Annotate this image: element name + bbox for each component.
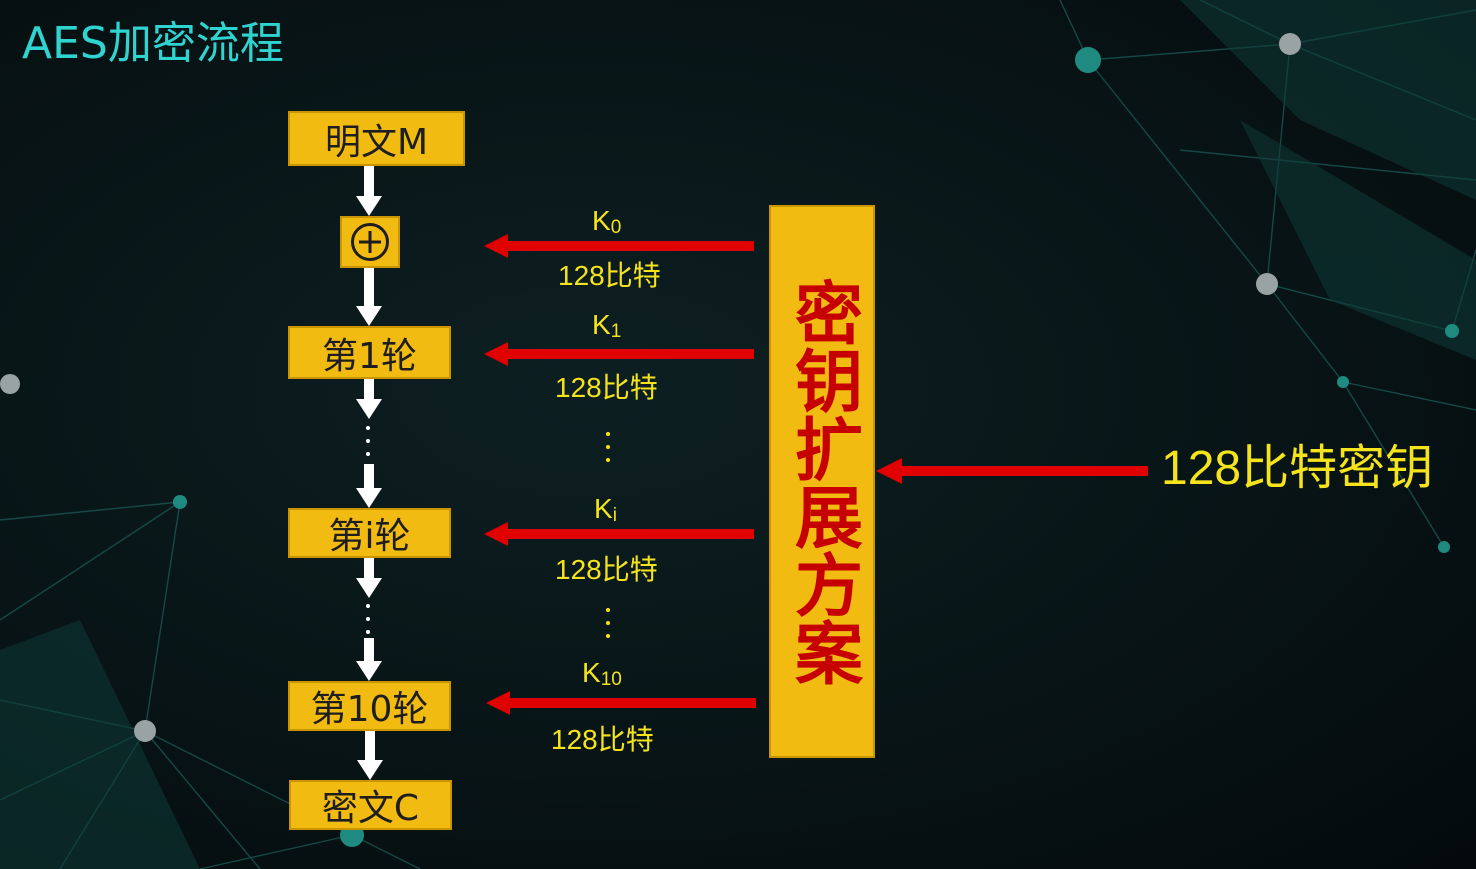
round-key-arrow-k0 [484, 234, 754, 258]
key-expansion-box: 密钥扩展方案 [769, 205, 875, 758]
down-arrow-icon [356, 464, 382, 508]
key-label-k1: K1 [592, 309, 622, 342]
round-key-arrow-k1 [484, 342, 754, 366]
ciphertext-box: 密文C [289, 780, 452, 830]
round-1-box: 第1轮 [288, 326, 451, 379]
key-label-k0: K0 [592, 205, 622, 238]
down-arrow-icon [356, 379, 382, 419]
key-label-ki: Ki [594, 493, 617, 526]
round-key-arrow-ki [484, 522, 754, 546]
down-arrow-icon [356, 558, 382, 598]
down-arrow-icon [357, 731, 383, 780]
key-bits-ki: 128比特 [555, 554, 658, 585]
round-10-box: 第10轮 [288, 681, 451, 731]
ellipsis-dots [605, 608, 611, 638]
input-key-arrow [876, 458, 1148, 484]
page-title: AES加密流程 [22, 18, 284, 69]
down-arrow-icon [356, 638, 382, 681]
xor-circle-plus-icon [351, 223, 389, 261]
key-bits-k0: 128比特 [558, 260, 661, 291]
down-arrow-icon [356, 166, 382, 216]
key-label-k10: K10 [582, 657, 622, 690]
ellipsis-dots [605, 432, 611, 462]
input-key-label: 128比特密钥 [1161, 442, 1434, 495]
key-bits-k1: 128比特 [555, 372, 658, 403]
ellipsis-dots [365, 604, 371, 634]
round-key-arrow-k10 [486, 691, 756, 715]
plaintext-box: 明文M [288, 111, 465, 166]
xor-box [340, 216, 400, 268]
round-i-box: 第i轮 [288, 508, 451, 558]
key-bits-k10: 128比特 [551, 724, 654, 755]
down-arrow-icon [356, 268, 382, 326]
ellipsis-dots [365, 426, 371, 456]
